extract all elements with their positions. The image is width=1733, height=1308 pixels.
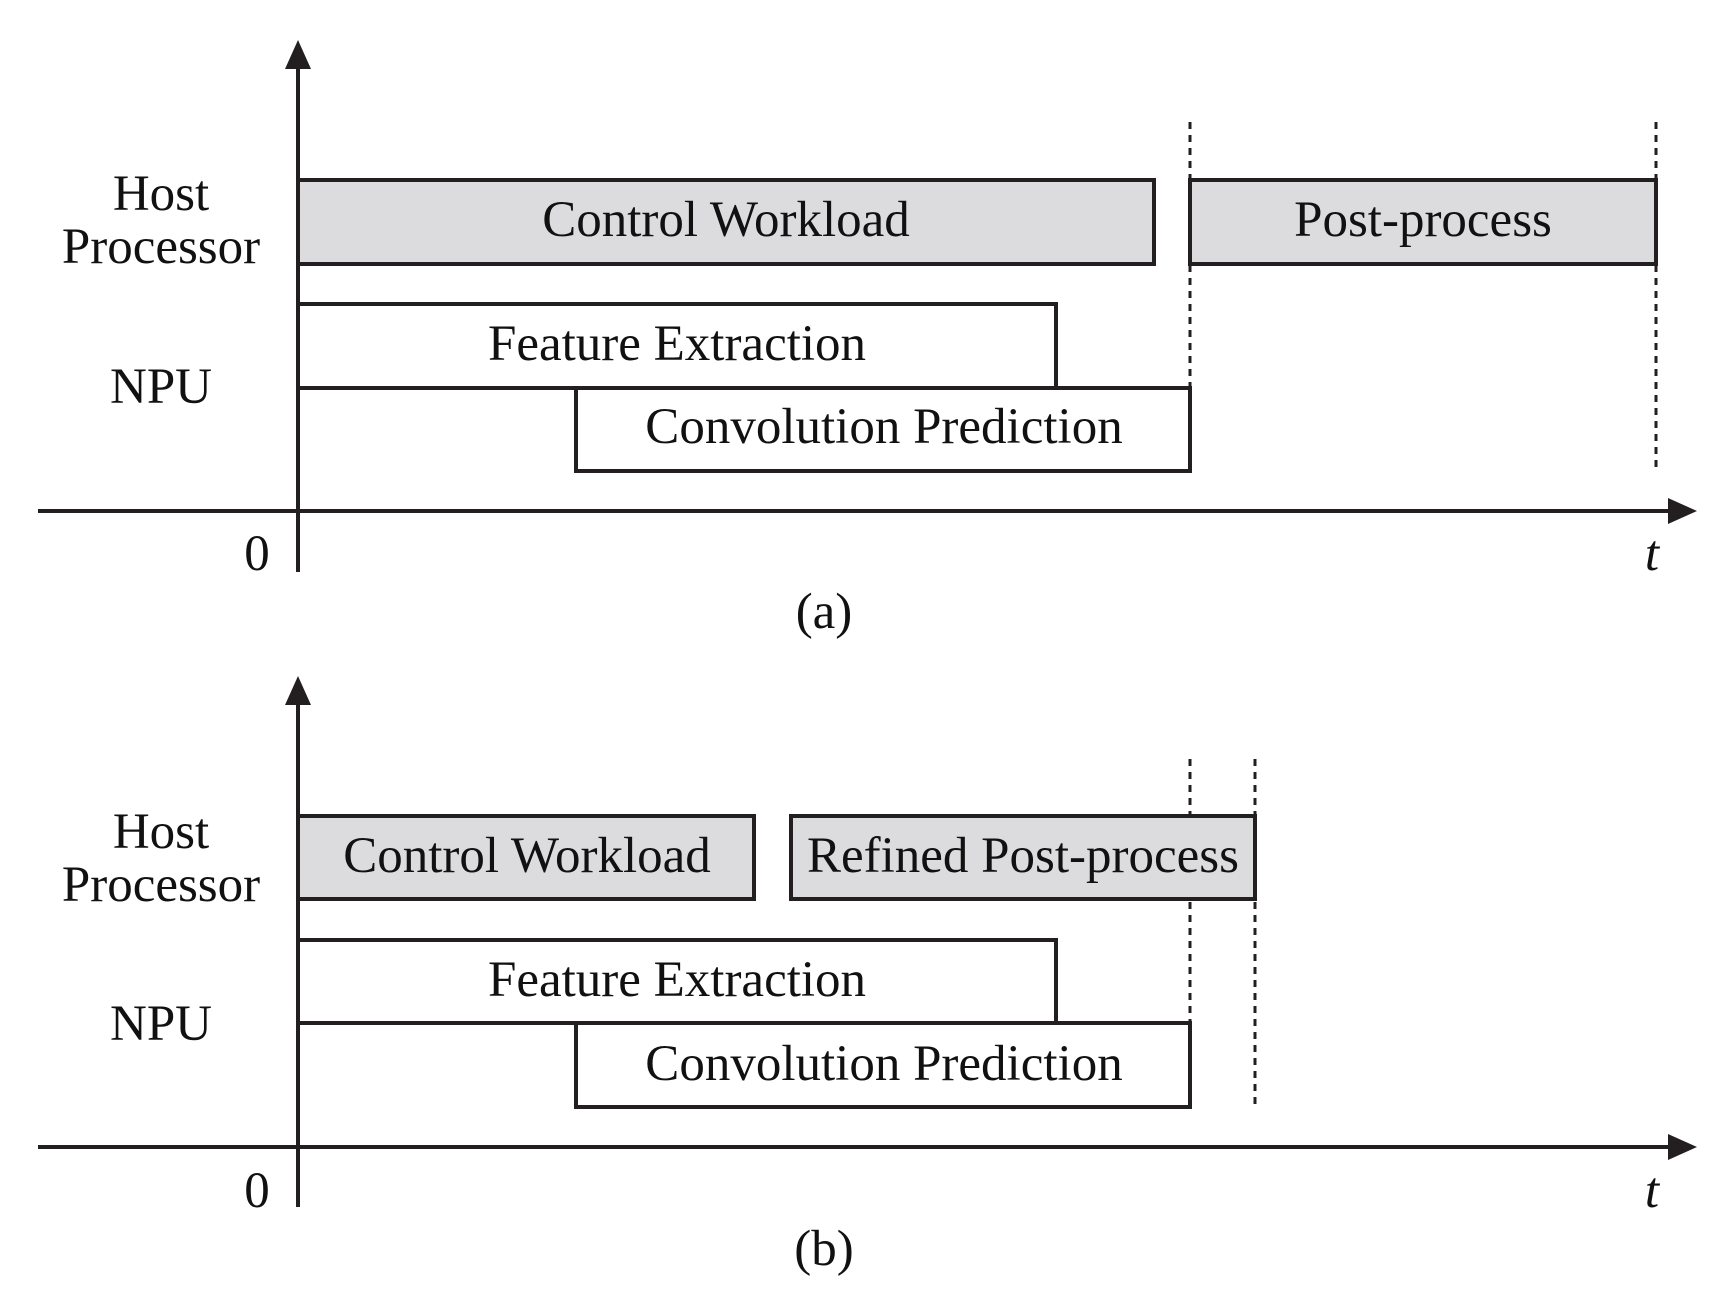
- host-task-post-process: Post-process: [1188, 178, 1658, 266]
- task-label: Refined Post-process: [807, 828, 1239, 884]
- host-task-control-workload: Control Workload: [296, 178, 1156, 266]
- row-label-processor: Processor: [62, 219, 260, 275]
- panel-caption: (a): [796, 584, 853, 640]
- origin-label: 0: [244, 1163, 270, 1219]
- npu-task-convolution-prediction: Convolution Prediction: [574, 1021, 1192, 1109]
- task-label: Feature Extraction: [488, 952, 866, 1008]
- task-label: Control Workload: [343, 828, 711, 884]
- panel-b: Control Workload Refined Post-process Fe…: [38, 676, 1697, 1277]
- vertical-axis-arrowhead: [285, 40, 311, 69]
- task-label: Feature Extraction: [488, 316, 866, 372]
- time-label: t: [1645, 1163, 1661, 1219]
- time-axis-arrowhead: [1668, 1134, 1697, 1160]
- npu-task-convolution-prediction: Convolution Prediction: [574, 386, 1192, 473]
- task-label: Control Workload: [542, 192, 910, 248]
- task-label: Convolution Prediction: [645, 1036, 1122, 1092]
- panel-caption: (b): [794, 1221, 853, 1277]
- origin-label: 0: [244, 526, 270, 582]
- row-label-npu: NPU: [110, 359, 212, 415]
- time-label: t: [1645, 526, 1661, 582]
- npu-task-feature-extraction: Feature Extraction: [296, 938, 1058, 1025]
- row-label-host: Host: [113, 804, 209, 860]
- host-task-control-workload: Control Workload: [296, 814, 756, 901]
- row-label-host: Host: [113, 166, 209, 222]
- panel-a: Control Workload Post-process Feature Ex…: [38, 40, 1697, 640]
- row-label-processor: Processor: [62, 857, 260, 913]
- task-label: Convolution Prediction: [645, 399, 1122, 455]
- time-axis-arrowhead: [1668, 498, 1697, 524]
- npu-task-feature-extraction: Feature Extraction: [296, 302, 1058, 390]
- vertical-axis-arrowhead: [285, 676, 311, 705]
- task-label: Post-process: [1294, 192, 1552, 248]
- host-task-refined-post-process: Refined Post-process: [789, 814, 1257, 901]
- row-label-npu: NPU: [110, 996, 212, 1052]
